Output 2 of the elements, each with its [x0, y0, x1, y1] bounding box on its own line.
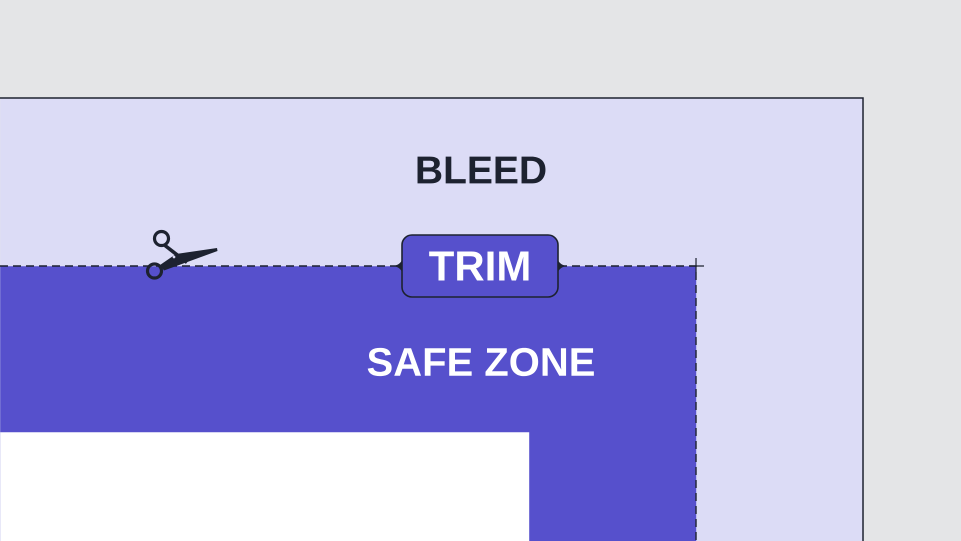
content-area	[0, 432, 530, 541]
trim-badge: TRIM	[392, 234, 568, 298]
